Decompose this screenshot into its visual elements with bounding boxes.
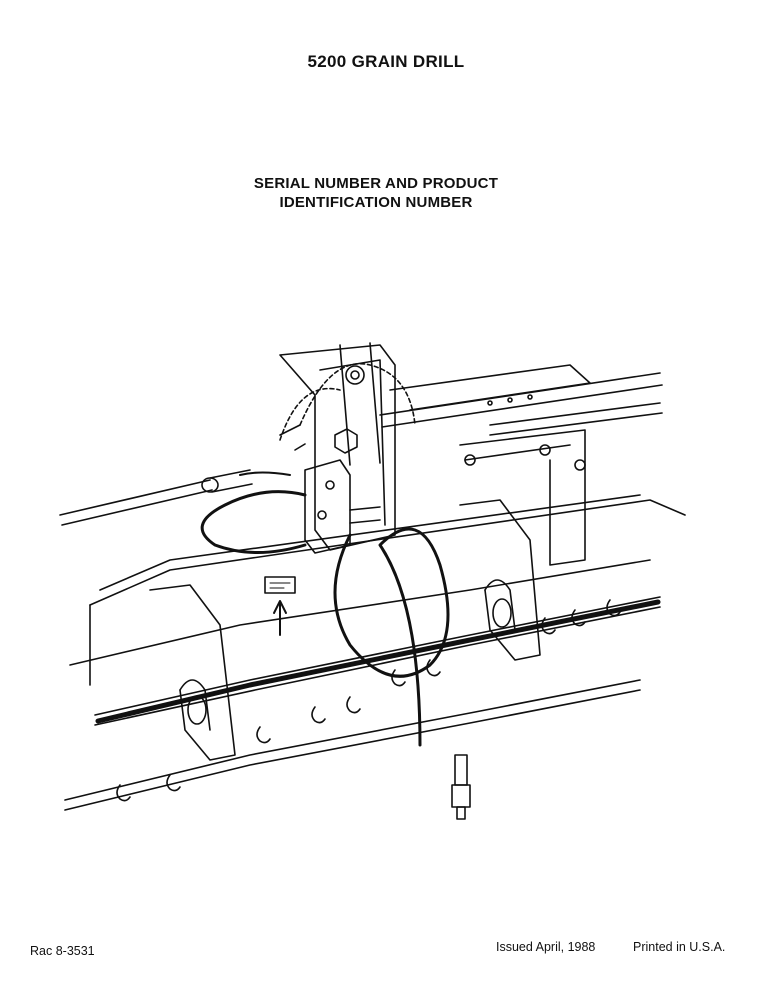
- page-title: 5200 GRAIN DRILL: [307, 52, 465, 71]
- print-location: Printed in U.S.A.: [633, 940, 726, 954]
- subtitle-line-1: SERIAL NUMBER AND PRODUCT: [253, 175, 499, 192]
- grain-drill-frame-illustration-icon: [59, 342, 686, 820]
- document-code: Rac 8-3531: [30, 944, 95, 958]
- issue-date: Issued April, 1988: [496, 940, 596, 954]
- subtitle-line-2: IDENTIFICATION NUMBER: [279, 194, 473, 211]
- page-subtitle: SERIAL NUMBER AND PRODUCT IDENTIFICATION…: [0, 174, 752, 212]
